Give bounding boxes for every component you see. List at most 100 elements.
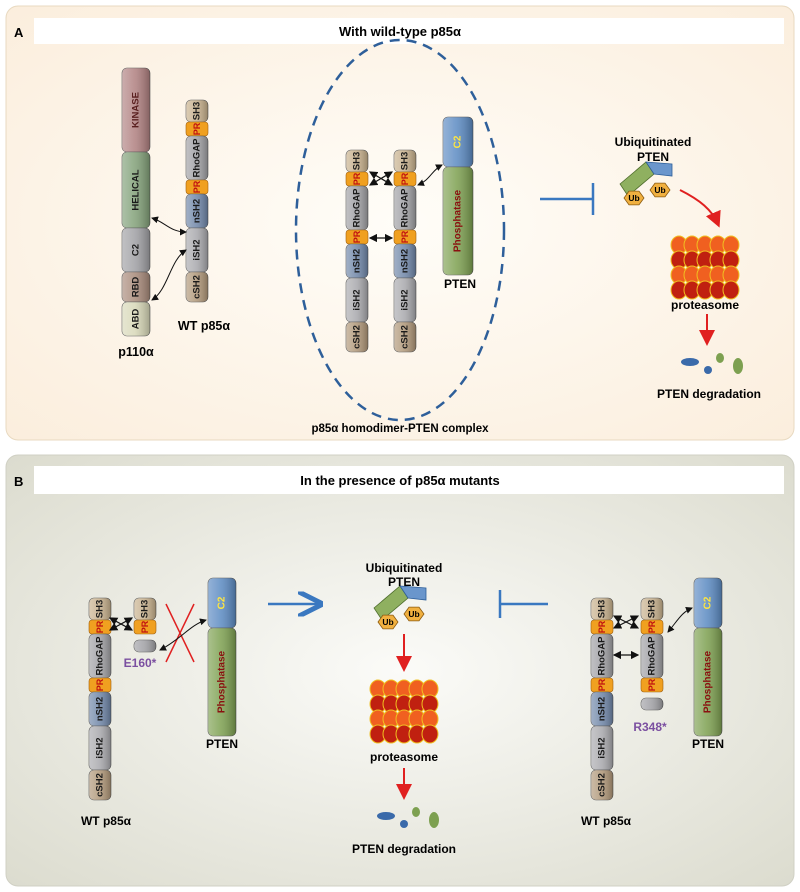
p85-b-right-wt-nsh2-text: nSH2 — [597, 697, 608, 721]
p85-a-dimer-2-csh2-text: cSH2 — [400, 325, 411, 349]
p85-a-dimer-1-sh3: SH3 — [345, 149, 369, 173]
proteasome-b — [369, 679, 439, 744]
p85-a-wt-rhogap-text: RhoGAP — [192, 138, 203, 178]
fragments-b — [377, 807, 439, 828]
p85-a-dimer-1-ish2-text: iSH2 — [352, 289, 363, 310]
p85-a-wt-csh2: cSH2 — [185, 271, 209, 303]
p85-b-left-wt-sh3-text: SH3 — [95, 600, 106, 618]
p85-b-r348-rhogap: RhoGAP — [640, 633, 664, 679]
p85-a-wt-csh2-text: cSH2 — [192, 275, 203, 299]
p85-a-dimer-2-pr2: PR — [393, 229, 417, 245]
p85-b-r348-pr2: PR — [640, 677, 664, 693]
p85-a-dimer-1-pr1-text: PR — [352, 172, 362, 185]
wt-p85-label-b-right: WT p85α — [581, 814, 632, 828]
panel-a-title: With wild-type p85α — [339, 24, 461, 39]
pten-b-right-phosphatase: Phosphatase — [693, 627, 723, 737]
p85-b-right-wt-csh2-text: cSH2 — [597, 773, 608, 797]
p85-b-r348-pr1: PR — [640, 619, 664, 635]
pten-b-right-c2: C2 — [693, 577, 723, 629]
p85-a-dimer-2-rhogap-text: RhoGAP — [400, 188, 411, 228]
p85-a-dimer-1-csh2-text: cSH2 — [352, 325, 363, 349]
ubiquitinated-label-b-line1: Ubiquitinated — [366, 561, 443, 575]
p110-abd: ABD — [121, 301, 151, 337]
mutant-label-e160: E160* — [124, 656, 157, 670]
p85-a-wt-rhogap: RhoGAP — [185, 135, 209, 181]
p85-a-dimer-2-pr2-text: PR — [400, 230, 410, 243]
p85-b-left-wt-nsh2-text: nSH2 — [95, 697, 106, 721]
p85-a-dimer-1-pr1: PR — [345, 171, 369, 187]
p85-b-r348-rhogap-text: RhoGAP — [647, 636, 658, 676]
p85-a-wt-ish2: iSH2 — [185, 227, 209, 273]
p85-b-e160-sh3: SH3 — [133, 597, 157, 621]
dimer-arrow-b-right-2 — [612, 615, 640, 629]
p85-b-r348-pr1-text: PR — [647, 620, 657, 633]
p85-a-dimer-2-rhogap: RhoGAP — [393, 185, 417, 231]
p85-a-dimer-1-sh3-text: SH3 — [352, 152, 363, 170]
p85-b-left-wt-rhogap-text: RhoGAP — [95, 636, 106, 676]
p85-b-left-wt-ish2-text: iSH2 — [95, 737, 106, 758]
pten-label-a: PTEN — [444, 277, 476, 291]
p85-b-right-wt-pr2-text: PR — [597, 678, 607, 691]
pten-label-b-right: PTEN — [692, 737, 724, 751]
p85-a-dimer-1-rhogap-text: RhoGAP — [352, 188, 363, 228]
p85-b-right-wt-pr1: PR — [590, 619, 614, 635]
p85-a-wt-pr1: PR — [185, 121, 209, 137]
mutant-label-r348: R348* — [633, 720, 667, 734]
pten-b-left-c2-text: C2 — [217, 596, 228, 609]
r348-pten-arrow-b — [667, 606, 693, 633]
ubiquitinated-pten-a-ub-2 — [649, 182, 671, 198]
p85-b-left-wt-pr1: PR — [88, 619, 112, 635]
p85-b-right-wt-ish2: iSH2 — [590, 725, 614, 771]
p85-a-dimer-2-csh2: cSH2 — [393, 321, 417, 353]
p85-b-e160-sh3-text: SH3 — [140, 600, 151, 618]
p85-p110-arrow-2 — [151, 249, 187, 301]
p85-a-wt-ish2-text: iSH2 — [192, 239, 203, 260]
p85-a-wt-pr1-text: PR — [192, 122, 202, 135]
p85-b-right-wt-rhogap: RhoGAP — [590, 633, 614, 679]
e160-pten-arrow-b — [159, 618, 207, 651]
p85-p110-arrow-1 — [151, 216, 187, 236]
pten-label-b-left: PTEN — [206, 737, 238, 751]
p85-a-dimer-2-pr1-text: PR — [400, 172, 410, 185]
p85-a-wt-nsh2: nSH2 — [185, 193, 209, 229]
pten-b-left-phosphatase: Phosphatase — [207, 627, 237, 737]
panel-b-title-bar — [34, 466, 784, 494]
panel-b-letter: B — [14, 474, 23, 489]
p85-b-r348-sh3-text: SH3 — [647, 600, 658, 618]
pten-b-left-phosphatase-text: Phosphatase — [217, 650, 228, 713]
p85-b-right-wt-pr1-text: PR — [597, 620, 607, 633]
p110-label: p110α — [118, 345, 154, 359]
pten-b-left-c2: C2 — [207, 577, 237, 629]
proteasome-label-b: proteasome — [370, 750, 438, 764]
ubiquitinated-pten-a-ub-text-1: Ub — [628, 193, 639, 203]
ubiquitinated-pten-b-ub-text-1: Ub — [382, 617, 393, 627]
proteasome-a — [670, 235, 740, 300]
p110-c2: C2 — [121, 227, 151, 273]
ubiquitinated-pten-a-ub-1 — [623, 190, 645, 206]
p85-b-r348-pr2-text: PR — [647, 678, 657, 691]
p85-a-dimer-1-ish2: iSH2 — [345, 277, 369, 323]
pten-a-c2-text: C2 — [453, 135, 464, 148]
p85-b-right-wt-pr2: PR — [590, 677, 614, 693]
ubiquitinated-pten-b-ub-1 — [377, 614, 399, 630]
degradation-label-a: PTEN degradation — [657, 387, 761, 401]
pten-a-phosphatase-text: Phosphatase — [453, 189, 464, 252]
p85-a-wt-pr2-text: PR — [192, 180, 202, 193]
p85-a-wt-pr2: PR — [185, 179, 209, 195]
p85-b-left-wt-csh2-text: cSH2 — [95, 773, 106, 797]
p85-a-dimer-2-pr1: PR — [393, 171, 417, 187]
panel-b-title: In the presence of p85α mutants — [300, 473, 499, 488]
p85-b-e160-pr1-text: PR — [140, 620, 150, 633]
pten-b-right-phosphatase-text: Phosphatase — [703, 650, 714, 713]
p85-b-left-wt-pr2-text: PR — [95, 678, 105, 691]
p110-c2-text: C2 — [131, 244, 142, 256]
ubiquitinated-pten-a-ub-text-2: Ub — [654, 185, 665, 195]
fragments-a — [681, 353, 743, 374]
ubiquitinated-pten-b-ub-2 — [403, 606, 425, 622]
p110-rbd: RBD — [121, 271, 151, 303]
pten-b-right-c2-text: C2 — [703, 596, 714, 609]
